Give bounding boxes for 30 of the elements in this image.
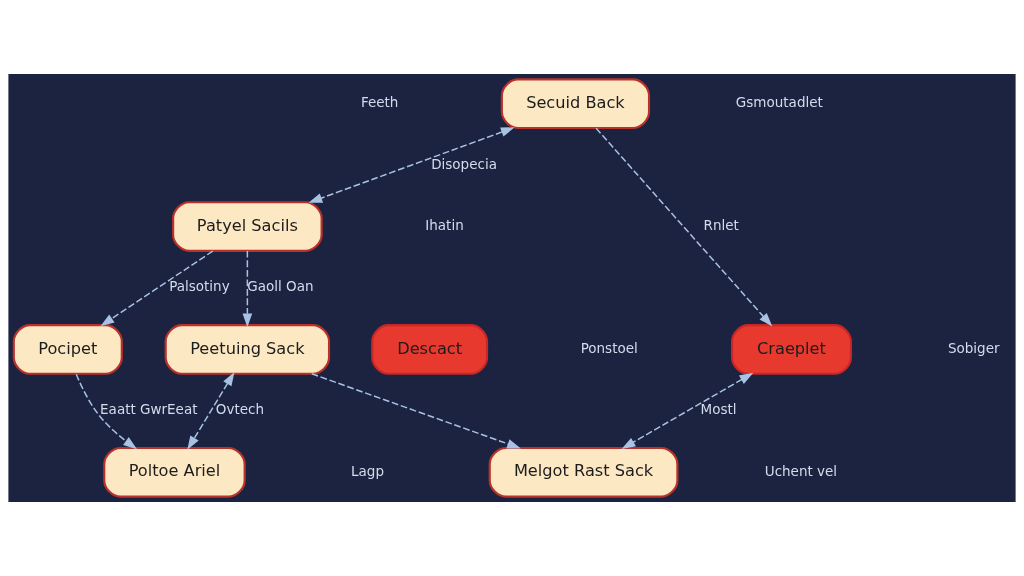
node-box: Melgot Rast Sack — [488, 446, 679, 498]
edge-label: Palsotiny — [169, 278, 230, 295]
arrow — [100, 250, 214, 327]
arrow — [308, 127, 515, 203]
arrow — [187, 372, 235, 450]
arrow — [242, 250, 253, 328]
node-box: Secuid Back — [500, 78, 651, 130]
edge-label: Rnlet — [703, 216, 739, 233]
label: Ihatin — [425, 216, 464, 233]
node-box: Pocipet — [12, 324, 123, 375]
arrow — [595, 127, 773, 327]
edge-label: Mostl — [700, 401, 737, 418]
node-box: Peetuing Sack — [164, 324, 331, 375]
node-box: Descact — [371, 324, 489, 375]
label: Feeth — [360, 94, 399, 111]
label: Sobiger — [947, 339, 1000, 356]
label: Lagp — [351, 462, 384, 479]
node-box: Poltoe Ariel — [103, 446, 246, 498]
arrow — [75, 373, 138, 450]
edge-label: Eaatt GwrEeat — [100, 401, 198, 418]
edge-label: Gaoll Oan — [247, 278, 314, 295]
node-box: Craeplet — [731, 324, 852, 375]
label: Gsmoutadlet — [735, 94, 823, 111]
node-box: Patyel Sacils — [172, 201, 323, 252]
arrow — [621, 372, 754, 449]
edge-label: Disopecia — [431, 155, 497, 172]
edge-label: Ovtech — [215, 401, 265, 418]
arrow — [311, 373, 521, 449]
label: Ponstoel — [580, 339, 638, 356]
label: Uchent vel — [764, 462, 838, 479]
